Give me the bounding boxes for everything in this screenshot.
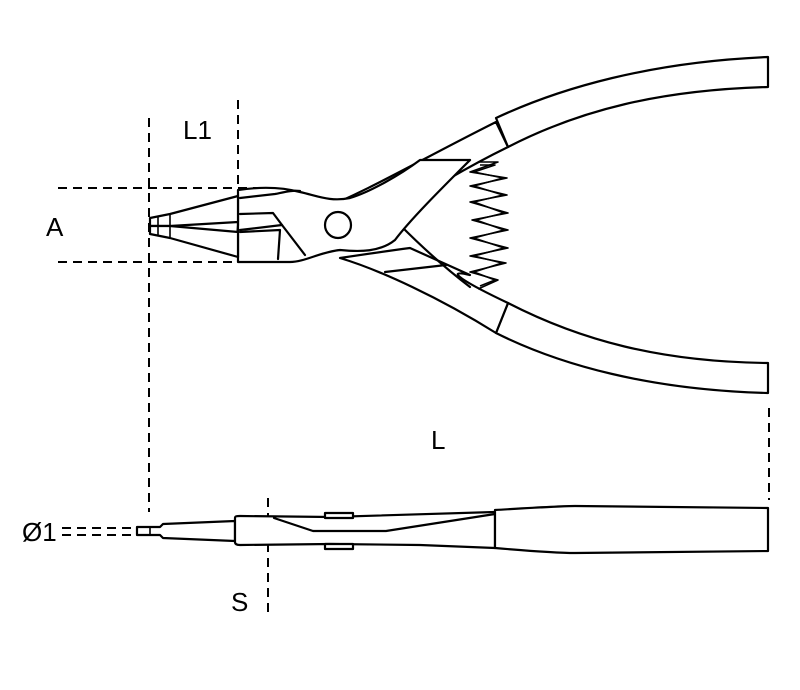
dimension-lines — [58, 100, 770, 612]
lower-handle-grip — [494, 301, 770, 395]
spring-inner — [473, 164, 505, 287]
jaw-facet-edge — [238, 189, 302, 200]
lower-handle-metal — [338, 246, 510, 335]
upper-tip — [148, 194, 240, 228]
side-jaw-inner — [272, 512, 497, 533]
label-a: A — [46, 212, 64, 242]
side-tip — [135, 519, 237, 543]
jaw-body — [236, 158, 472, 264]
label-diameter: Ø1 — [22, 517, 57, 547]
top-view — [148, 55, 770, 395]
dimension-labels: L1 A L Ø1 S — [22, 115, 445, 617]
jaw-facet-mid-upper — [238, 211, 284, 232]
pivot-plate-top — [323, 511, 355, 520]
jaw-facet-mid-lower — [238, 228, 282, 261]
pivot-plate-bottom — [323, 542, 355, 551]
handle-joint-lower-edge — [383, 263, 448, 274]
label-l1: L1 — [183, 115, 212, 145]
jaw-facet-diag — [280, 223, 307, 257]
upper-handle-grip — [494, 55, 770, 149]
label-s: S — [231, 587, 248, 617]
pivot-pin — [323, 210, 353, 240]
lower-tip — [148, 224, 240, 259]
label-l: L — [431, 425, 445, 455]
side-handle-grip — [493, 504, 770, 555]
side-view — [135, 504, 770, 555]
